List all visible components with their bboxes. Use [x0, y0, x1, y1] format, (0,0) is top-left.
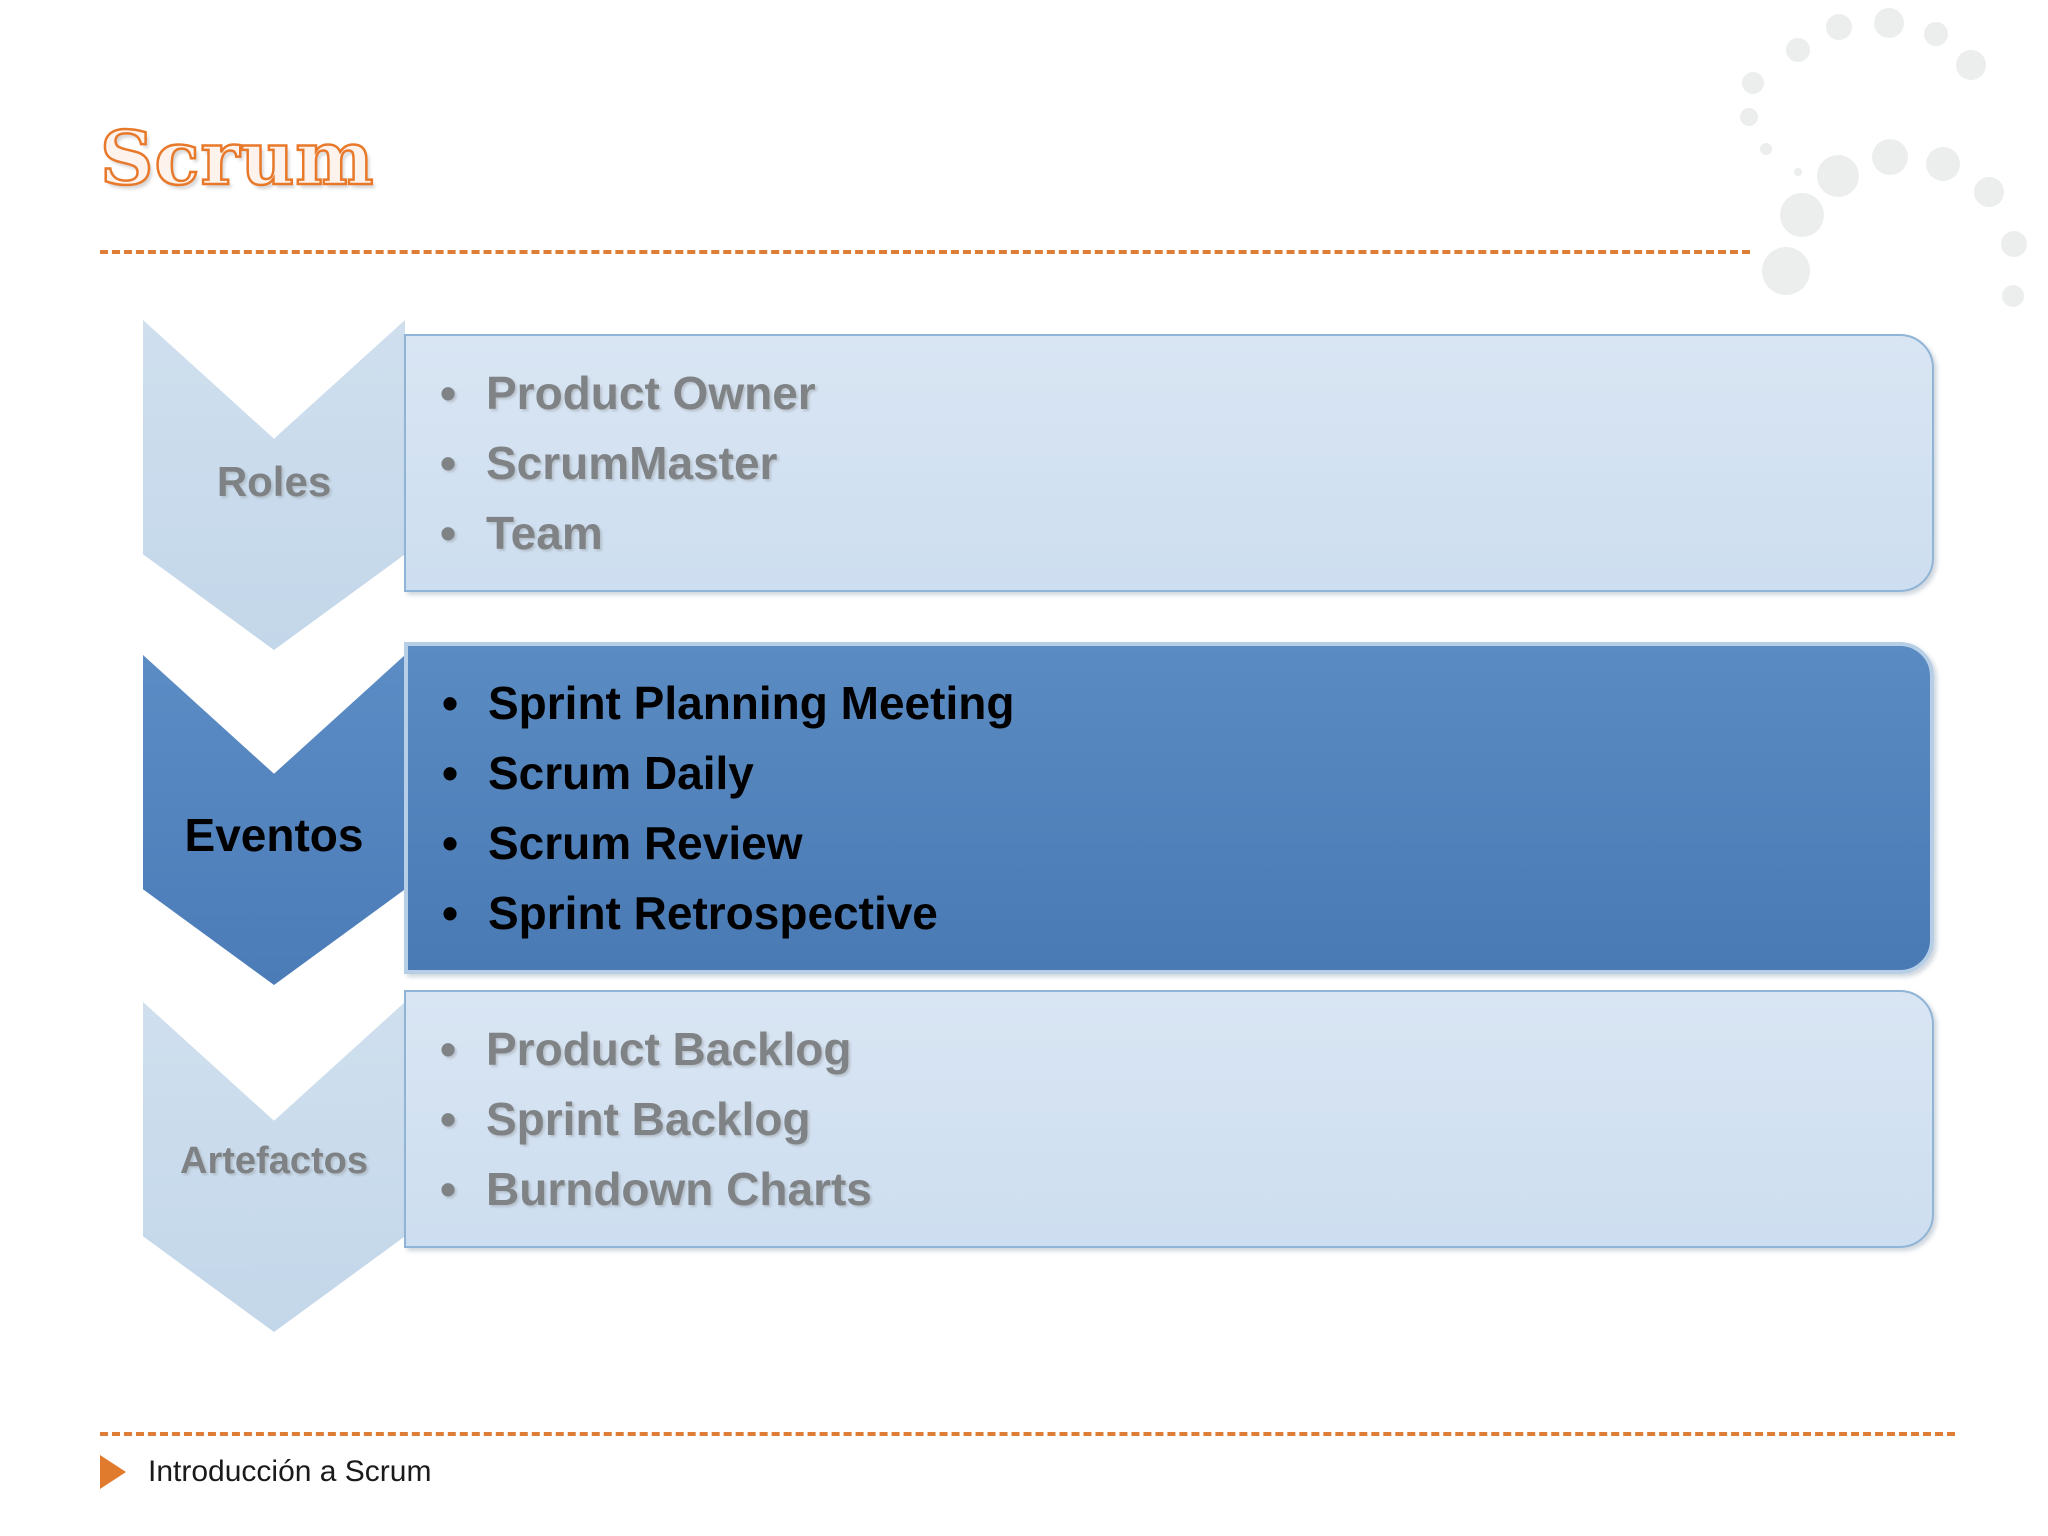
- scrum-framework-diagram: Roles •Product Owner •ScrumMaster •Team …: [0, 320, 2048, 1380]
- diagram-row-roles: Roles • Product Owner • ScrumMaster • Team: [0, 320, 2048, 650]
- list-item-label: Scrum Daily: [488, 747, 754, 799]
- bullet-icon: •: [440, 437, 457, 489]
- decor-dot: [1817, 155, 1859, 197]
- list-item-label: ScrumMaster: [486, 437, 778, 489]
- decor-dot: [1874, 8, 1904, 38]
- bullet-icon: •: [442, 677, 459, 729]
- list-item: • Scrum Daily: [442, 738, 1930, 808]
- chevron-label-roles: Roles: [216, 458, 332, 505]
- decor-dot: [1924, 22, 1948, 46]
- list-item-label: Sprint Backlog: [486, 1093, 811, 1145]
- bullet-icon: •: [440, 1023, 457, 1075]
- page-title: Scrum: [99, 116, 375, 202]
- decor-dot: [1762, 247, 1810, 295]
- decor-dot: [1872, 139, 1908, 175]
- listbox-artefactos[interactable]: • Product Backlog • Sprint Backlog • Burndo…: [404, 990, 1934, 1248]
- decor-dot: [1974, 177, 2004, 207]
- diagram-row-artefactos: Artefactos • Product Backlog • Sprint Back…: [0, 320, 2048, 1332]
- chevron-label-artefactos: Artefactos: [180, 1140, 368, 1182]
- decor-dot: [1826, 14, 1852, 40]
- list-item-label: Product Backlog: [486, 1023, 852, 1075]
- listbox-eventos[interactable]: • Sprint Planning Meeting • Scrum Daily • S…: [404, 642, 1934, 974]
- decor-dot: [1742, 72, 1764, 94]
- bullet-icon: •: [440, 1093, 457, 1145]
- footer-label: Introducción a Scrum: [148, 1455, 432, 1488]
- decor-dot: [1956, 50, 1986, 80]
- title-block: Scrum: [99, 116, 1700, 208]
- chevron-label-eventos: Eventos: [184, 809, 364, 861]
- bullet-icon: •: [442, 817, 459, 869]
- bullet-icon: •: [440, 367, 457, 419]
- triangle-right-icon: [100, 1455, 126, 1489]
- decor-dot: [1760, 143, 1772, 155]
- decor-dot: [2001, 231, 2027, 257]
- footer-divider: [100, 1432, 1955, 1436]
- list-item-label: Burndown Charts: [486, 1163, 872, 1215]
- decor-dot: [1926, 147, 1960, 181]
- decor-dot: [1740, 108, 1758, 126]
- decor-dot: [1786, 38, 1810, 62]
- decor-dot: [1780, 193, 1824, 237]
- list-eventos: • Sprint Planning Meeting • Scrum Daily • S…: [408, 646, 1930, 970]
- list-artefactos: • Product Backlog • Sprint Backlog • Burndo…: [406, 992, 1932, 1246]
- list-item: • ScrumMaster: [440, 428, 1932, 498]
- list-item-label: Sprint Retrospective: [488, 887, 938, 939]
- list-item-label: Team: [486, 507, 603, 559]
- list-item-label: Sprint Planning Meeting: [488, 677, 1015, 729]
- list-item: • Sprint Retrospective: [442, 878, 1930, 948]
- list-item-label: Scrum Review: [488, 817, 803, 869]
- decorative-dot-cluster: [1688, 0, 2048, 330]
- list-item: • Sprint Planning Meeting: [442, 668, 1930, 738]
- list-item-label: Product Owner: [486, 367, 816, 419]
- list-item: • Product Owner: [440, 358, 1932, 428]
- footer: Introducción a Scrum: [100, 1455, 431, 1489]
- list-item: • Team: [440, 498, 1932, 568]
- list-item: • Burndown Charts: [440, 1154, 1932, 1224]
- title-divider: [100, 250, 1750, 254]
- bullet-icon: •: [440, 507, 457, 559]
- list-roles: • Product Owner • ScrumMaster • Team: [406, 336, 1932, 590]
- list-item: • Product Backlog: [440, 1014, 1932, 1084]
- decor-dot: [1794, 168, 1802, 176]
- bullet-icon: •: [442, 887, 459, 939]
- decor-dot: [2002, 285, 2024, 307]
- bullet-icon: •: [442, 747, 459, 799]
- list-item: • Scrum Review: [442, 808, 1930, 878]
- listbox-roles[interactable]: • Product Owner • ScrumMaster • Team: [404, 334, 1934, 592]
- list-item: • Sprint Backlog: [440, 1084, 1932, 1154]
- bullet-icon: •: [440, 1163, 457, 1215]
